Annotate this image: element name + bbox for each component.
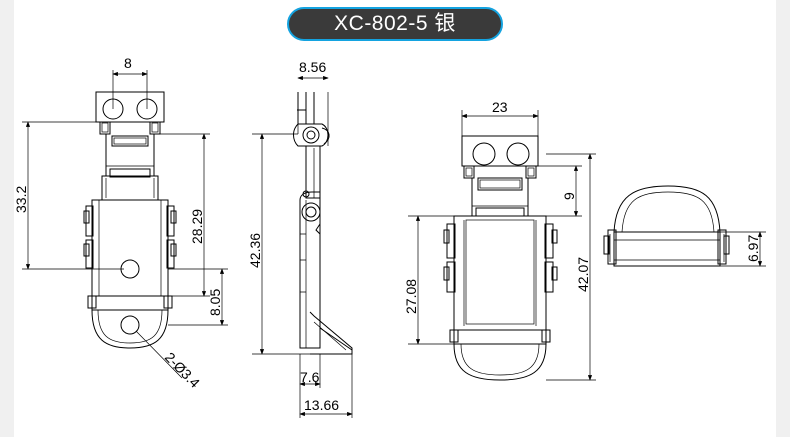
view-rear: 23 9 42.07 27.08	[403, 99, 596, 381]
dim-33-2-label: 33.2	[14, 186, 29, 213]
dim-8-label: 8	[124, 55, 132, 71]
dim-13-66-label: 13.66	[304, 397, 339, 413]
product-title-pill: XC-802-5 银	[287, 7, 503, 41]
dim-8-05-label: 8.05	[207, 289, 223, 316]
dim-6-97-label: 6.97	[745, 235, 761, 262]
page-left-margin-strip	[0, 0, 14, 447]
dim-28-29-label: 28.29	[189, 209, 205, 244]
technical-drawing-area: 2-Ø3.4 8 33.2 28.29 8.05	[14, 48, 776, 447]
view-top: 6.97	[603, 185, 766, 267]
view-front: 2-Ø3.4 8 33.2 28.29 8.05	[14, 55, 228, 391]
dim-42-07-label: 42.07	[575, 257, 591, 292]
dim-23-label: 23	[492, 99, 508, 115]
page-right-margin-strip	[776, 0, 790, 447]
header-band: XC-802-5 银	[14, 0, 776, 48]
dim-42-36-label: 42.36	[247, 233, 263, 268]
page-bottom-band	[0, 437, 790, 447]
dim-27-08-label: 27.08	[403, 279, 419, 314]
dim-7-6-label: 7.6	[300, 369, 320, 385]
dim-9-label: 9	[561, 192, 577, 200]
annotation-2-dia-3-4: 2-Ø3.4	[162, 349, 203, 391]
view-side: 8.56 42.36 7.6 13.66	[247, 59, 353, 418]
dim-8-56-label: 8.56	[299, 59, 326, 75]
